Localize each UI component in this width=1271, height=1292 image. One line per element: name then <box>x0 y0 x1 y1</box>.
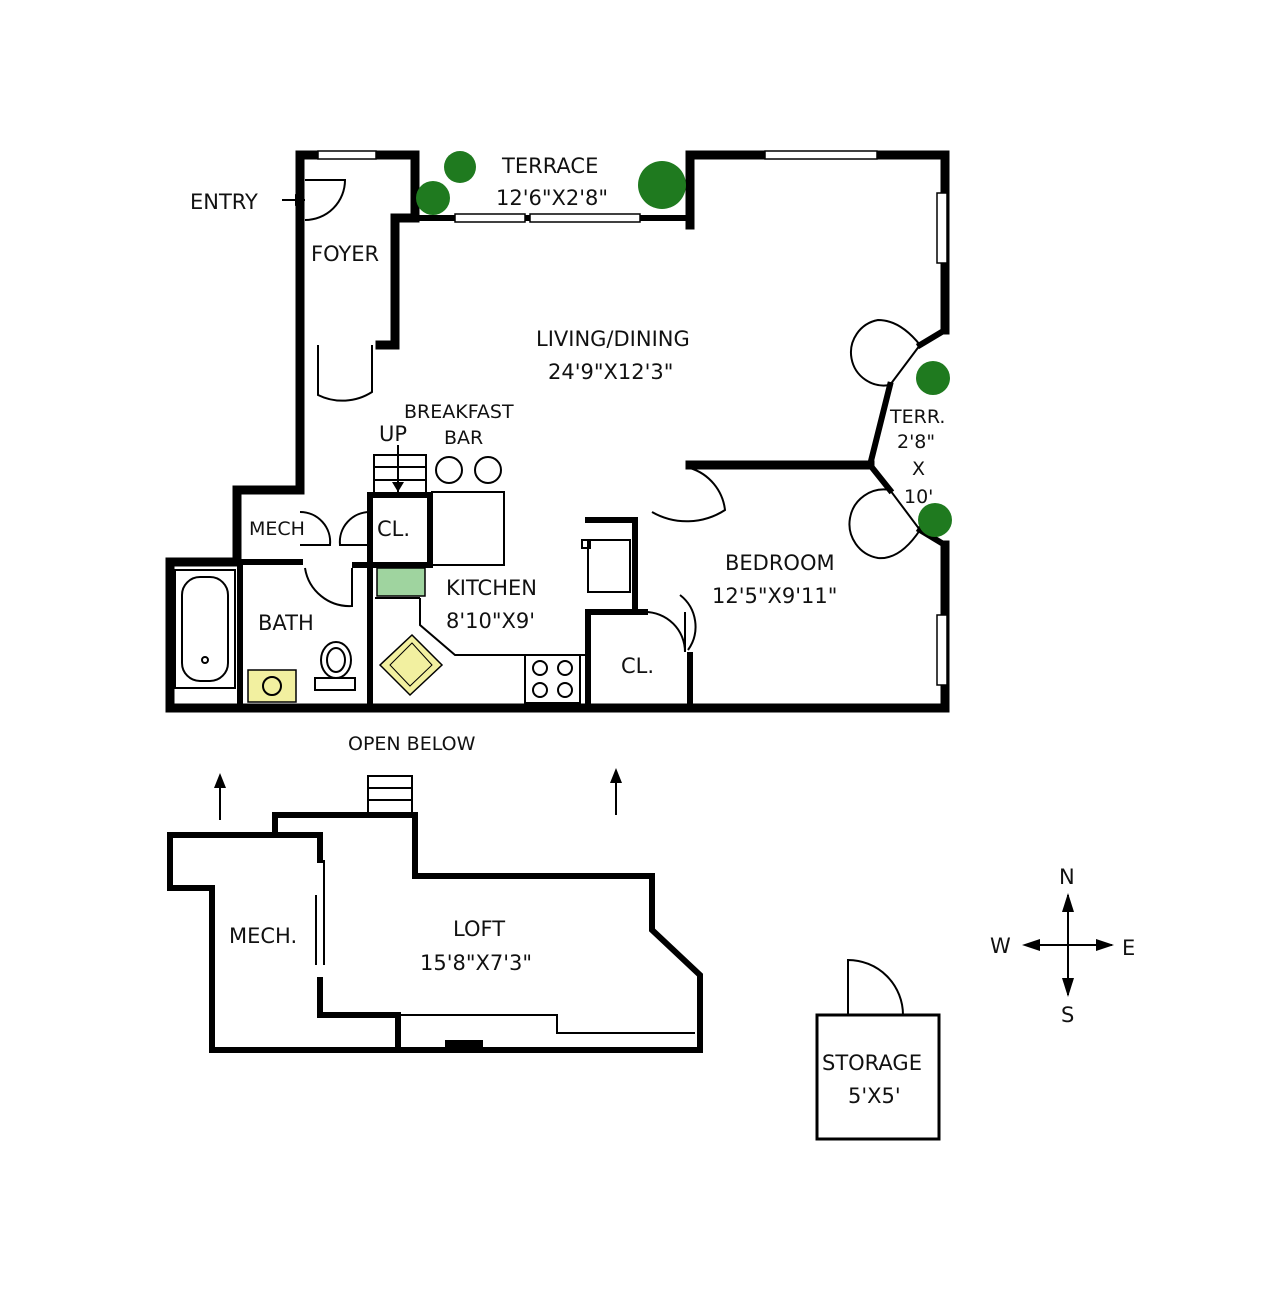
bedroom-label: BEDROOM <box>725 551 835 575</box>
mech-label: MECH <box>249 518 305 540</box>
loft-mech-label: MECH. <box>229 924 297 948</box>
closet-label-2: CL. <box>621 654 654 678</box>
plant-icon <box>444 151 476 183</box>
bathtub-icon <box>174 569 236 689</box>
toilet-icon <box>314 641 356 691</box>
plant-icon <box>918 503 952 537</box>
side-terrace-dim-3: 10' <box>904 486 933 508</box>
stairs-up <box>373 445 427 494</box>
kitchen-dimensions: 8'10"X9' <box>446 609 535 633</box>
compass-west: W <box>990 934 1011 958</box>
bath-fixtures <box>174 569 356 703</box>
side-terrace-dim-1: 2'8" <box>897 431 935 453</box>
fridge-icon <box>581 539 631 593</box>
sink-icon <box>247 669 297 703</box>
loft-label: LOFT <box>453 917 505 941</box>
kitchen-label: KITCHEN <box>446 576 537 600</box>
breakfast-bar-label: BREAKFAST <box>404 401 514 423</box>
loft-dimensions: 15'8"X7'3" <box>420 951 532 975</box>
bedroom-dimensions: 12'5"X9'11" <box>712 584 837 608</box>
foyer-label: FOYER <box>311 242 379 266</box>
compass-south: S <box>1061 1003 1074 1027</box>
plant-icon <box>916 361 950 395</box>
open-below-arrows <box>214 768 622 820</box>
living-dining-dimensions: 24'9"X12'3" <box>548 360 673 384</box>
windows <box>317 150 948 686</box>
kitchen-counter <box>375 539 631 704</box>
compass-east: E <box>1122 936 1135 960</box>
breakfast-bar-label-2: BAR <box>444 427 483 449</box>
plant-icon <box>416 181 450 215</box>
closet-label: CL. <box>377 517 410 541</box>
side-terrace-dim-2: X <box>912 458 925 480</box>
entry-label: ENTRY <box>190 190 258 214</box>
compass-north: N <box>1059 865 1075 889</box>
storage-dimensions: 5'X5' <box>848 1084 901 1108</box>
stairs-up-label: UP <box>379 422 407 446</box>
storage-walls <box>815 1013 941 1141</box>
sink-icon <box>378 633 444 697</box>
entry-arrow <box>282 194 305 206</box>
compass-icon <box>1022 893 1114 997</box>
plants <box>416 151 952 537</box>
open-below-label: OPEN BELOW <box>348 733 476 755</box>
loft-walls <box>167 775 703 1053</box>
plant-icon <box>638 161 686 209</box>
bath-label: BATH <box>258 611 314 635</box>
side-terrace-label: TERR. <box>889 406 945 428</box>
terrace-dimensions: 12'6"X2'8" <box>496 186 608 210</box>
breakfast-stools <box>431 456 505 566</box>
stove-icon <box>524 654 581 704</box>
storage-label: STORAGE <box>822 1051 922 1075</box>
terrace-label: TERRACE <box>501 154 598 178</box>
living-dining-label: LIVING/DINING <box>536 327 690 351</box>
loft-stairs <box>367 775 413 815</box>
